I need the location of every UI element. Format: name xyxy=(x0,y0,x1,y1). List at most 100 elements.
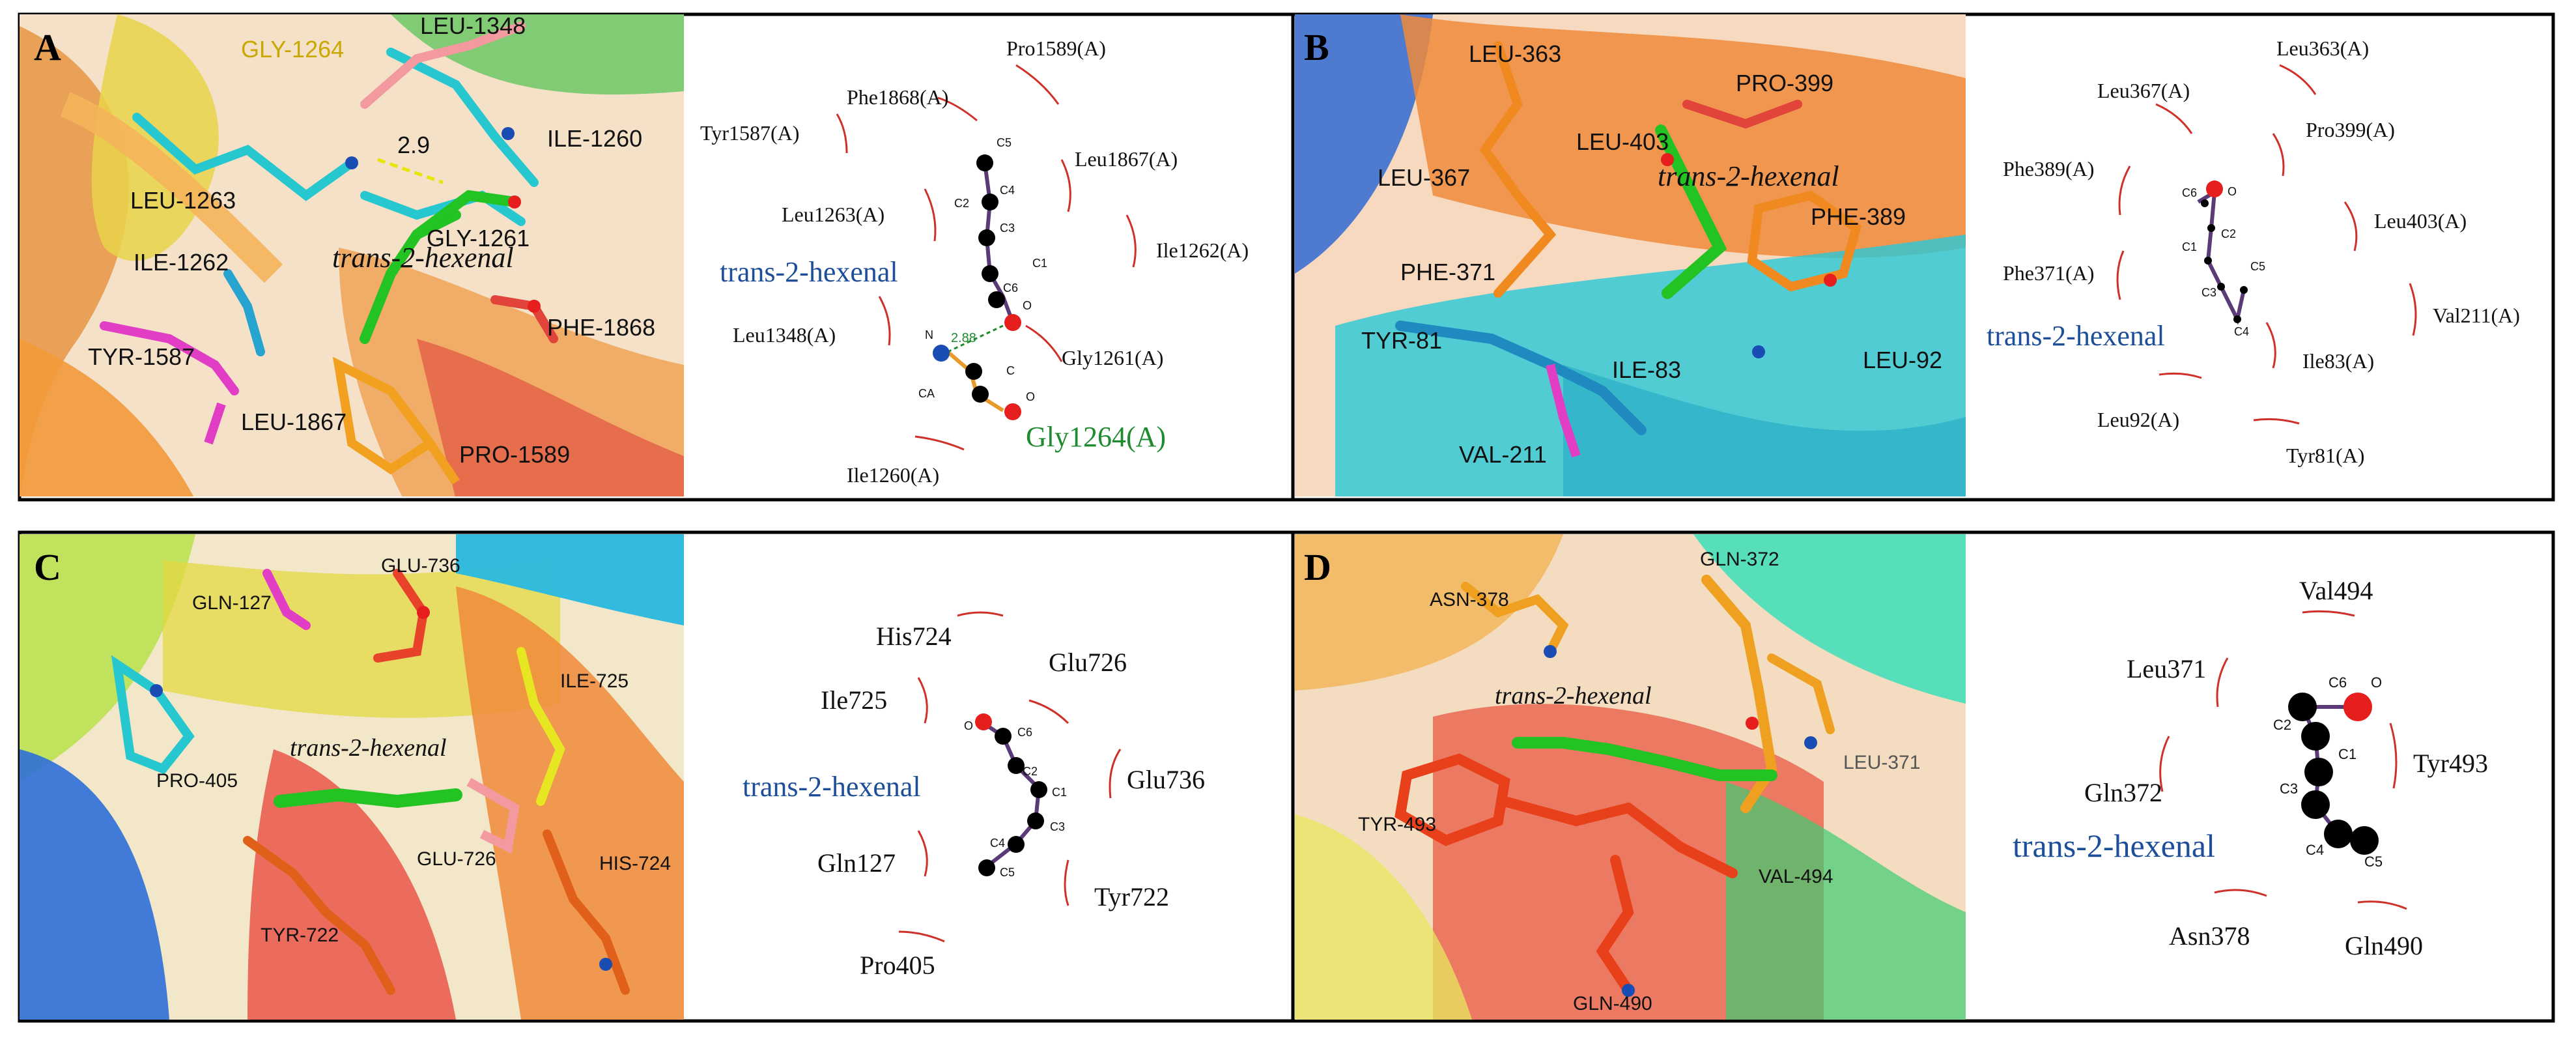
residue-label: GLU-736 xyxy=(381,555,460,577)
atom-label: C1 xyxy=(2338,746,2357,762)
atom-label: C3 xyxy=(1050,820,1065,833)
map-residue: Glu736 xyxy=(1127,765,1205,794)
residue-label: PHE-389 xyxy=(1811,203,1906,230)
atom-label: C3 xyxy=(2280,781,2298,797)
residue-label: ILE-1260 xyxy=(547,125,642,152)
residue-label: LEU-371 xyxy=(1843,752,1920,773)
residue-label: LEU-403 xyxy=(1576,128,1669,155)
atom-label: C5 xyxy=(2250,260,2265,273)
map-residue: Glu726 xyxy=(1049,648,1127,677)
residue-label: TYR-722 xyxy=(261,925,339,946)
map-residue: Leu92(A) xyxy=(2097,408,2179,431)
map-ligand-label: trans-2-hexenal xyxy=(1987,320,2165,352)
map-residue: Val494 xyxy=(2299,576,2373,605)
panel-d-interaction-map: Val494 Leu371 Tyr493 Gln372 Asn378 Gln49… xyxy=(2013,576,2488,960)
atom-label: O xyxy=(1023,299,1032,312)
atom-label: C2 xyxy=(2273,717,2291,733)
atom-label: N xyxy=(925,328,933,341)
residue-label: TYR-81 xyxy=(1361,327,1442,354)
residue-label: GLN-372 xyxy=(1700,549,1779,570)
ligand-2d-structure: C6 O C2 C1 C3 C4 C5 xyxy=(2273,674,2383,870)
atom-label: C6 xyxy=(1003,281,1018,294)
atom-label: C6 xyxy=(1017,726,1032,739)
map-ligand-label: trans-2-hexenal xyxy=(720,256,898,288)
atom-label: C1 xyxy=(1032,257,1047,270)
atom-label: C4 xyxy=(2234,325,2249,338)
atom-label: C2 xyxy=(2221,227,2236,240)
atom-label: C3 xyxy=(1000,222,1015,235)
hydrophobic-arc xyxy=(836,64,1137,451)
hydrophobic-arc xyxy=(898,611,1122,943)
residue-label: ILE-83 xyxy=(1612,356,1681,383)
residue-label: LEU-1867 xyxy=(241,409,347,435)
residue-label: LEU-1263 xyxy=(130,187,236,214)
map-residue: Tyr722 xyxy=(1094,882,1169,911)
ligand-2d-structure: O C6 C2 C1 C3 C4 C5 xyxy=(964,713,1067,879)
residue-label: ILE-1262 xyxy=(134,249,229,276)
panel-a-letter: A xyxy=(34,26,61,68)
hydrophobic-arc xyxy=(2159,610,2407,910)
ligand-2d-structure: C5 C4 C3 C2 C1 C6 O N C CA O 2.88 xyxy=(918,136,1047,420)
map-residue: Ile1260(A) xyxy=(847,463,939,487)
map-residue: Asn378 xyxy=(2169,921,2250,951)
atom-label: C5 xyxy=(2364,853,2383,870)
map-residue: Phe371(A) xyxy=(2003,261,2094,285)
map-residue: Pro1589(A) xyxy=(1006,36,1106,60)
map-residue: Ile83(A) xyxy=(2302,349,2374,373)
residue-label: VAL-211 xyxy=(1459,441,1547,468)
atom-label: O xyxy=(1026,390,1035,403)
hydrophobic-arc xyxy=(2116,64,2417,425)
map-residue: Leu371 xyxy=(2127,654,2206,683)
residue-label: VAL-494 xyxy=(1759,866,1833,887)
map-residue: Val211(A) xyxy=(2433,304,2520,327)
residue-label: LEU-367 xyxy=(1378,164,1470,191)
map-residue: Tyr81(A) xyxy=(2286,444,2364,467)
panel-b-letter: B xyxy=(1304,26,1329,68)
hbond-distance-2d: 2.88 xyxy=(951,331,976,345)
map-residue: Leu1867(A) xyxy=(1075,147,1178,171)
residue-label: TYR-493 xyxy=(1358,814,1436,835)
map-residue: Tyr493 xyxy=(2413,749,2488,778)
atom-label: C4 xyxy=(990,837,1005,850)
residue-label: GLY-1261 xyxy=(427,225,530,251)
map-residue: Gln127 xyxy=(817,848,896,878)
residue-label: PRO-405 xyxy=(156,770,238,792)
residue-label: GLU-726 xyxy=(417,848,496,870)
residue-label: ASN-378 xyxy=(1430,589,1509,610)
map-residue: His724 xyxy=(876,622,952,651)
panel-d-border xyxy=(1291,530,2555,1023)
atom-label: C5 xyxy=(1000,866,1015,879)
atom-label: C3 xyxy=(2201,286,2216,299)
map-residue: Leu1263(A) xyxy=(782,203,885,226)
atom-label: C5 xyxy=(997,136,1012,149)
map-residue: Ile725 xyxy=(821,685,887,715)
residue-label: GLY-1264 xyxy=(241,36,344,63)
map-residue: Gln372 xyxy=(2084,778,2162,807)
atom-label: C xyxy=(1006,364,1015,377)
atom-label: O xyxy=(2371,674,2382,691)
residue-label: GLN-490 xyxy=(1573,993,1652,1014)
atom-label: C6 xyxy=(2182,186,2197,199)
map-residue: Tyr1587(A) xyxy=(700,121,799,145)
map-residue: Leu367(A) xyxy=(2097,79,2190,102)
panel-a-3d-view xyxy=(20,14,684,496)
ligand-3d-label: trans-2-hexenal xyxy=(1658,160,1839,192)
residue-label: ILE-725 xyxy=(560,670,629,692)
panel-c-letter: C xyxy=(34,546,61,588)
atom-label: C2 xyxy=(1023,765,1038,778)
panel-a: A LEU-1348 GLY-1264 ILE-1260 LEU-1263 GL… xyxy=(18,12,1295,502)
map-residue: Leu403(A) xyxy=(2374,209,2467,233)
map-residue: Pro399(A) xyxy=(2306,118,2395,141)
map-residue: Ile1262(A) xyxy=(1156,238,1249,262)
residue-label: GLN-127 xyxy=(192,592,272,614)
map-residue: Pro405 xyxy=(860,951,935,980)
panel-b-interaction-map: Leu363(A) Leu367(A) Pro399(A) Phe389(A) … xyxy=(1987,36,2520,467)
panel-c-3d-view xyxy=(20,534,684,1020)
ligand-3d-label: trans-2-hexenal xyxy=(332,242,514,274)
residue-label: LEU-92 xyxy=(1863,347,1942,373)
panel-d-letter: D xyxy=(1304,546,1331,588)
panel-c: C GLU-736 GLN-127 ILE-725 PRO-405 GLU-72… xyxy=(18,530,1295,1023)
panel-c-interaction-map: His724 Ile725 Glu726 Glu736 Gln127 Tyr72… xyxy=(743,611,1205,980)
atom-label: C1 xyxy=(2182,240,2197,253)
